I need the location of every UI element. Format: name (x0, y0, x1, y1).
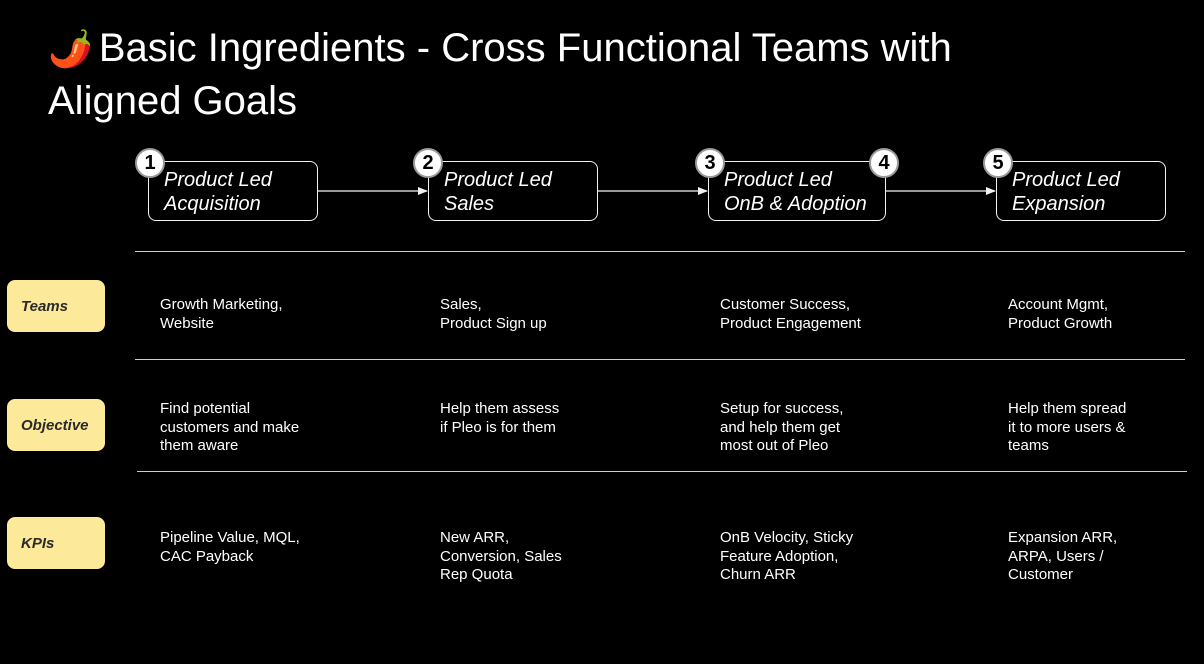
objective-cell-expansion: Help them spread it to more users & team… (1008, 400, 1127, 454)
stage-box-sales: Product Led Sales (428, 161, 598, 221)
kpis-cell-expansion: Expansion ARR, ARPA, Users / Customer (1008, 529, 1118, 583)
teams-cell-sales: Sales, Product Sign up (440, 296, 547, 332)
row-divider (135, 251, 1185, 252)
row-label-objective: Objective (7, 399, 105, 451)
stage-box-expansion: Product Led Expansion (996, 161, 1166, 221)
teams-cell-expansion: Account Mgmt, Product Growth (1008, 296, 1113, 332)
stage-label: Product Led Acquisition (164, 169, 272, 215)
row-divider (137, 471, 1187, 472)
row-divider (135, 359, 1185, 360)
stage-label: Product Led Expansion (1012, 169, 1120, 215)
row-label-kpis: KPIs (7, 517, 105, 569)
kpis-cell-onboarding: OnB Velocity, Sticky Feature Adoption, C… (720, 529, 854, 583)
teams-cell-onboarding: Customer Success, Product Engagement (720, 296, 861, 332)
page-title: 🌶️Basic Ingredients - Cross Functional T… (48, 22, 1048, 127)
stage-number-badge: 2 (413, 148, 443, 178)
row-label-teams: Teams (7, 280, 105, 332)
objective-cell-acquisition: Find potential customers and make them a… (160, 400, 300, 454)
stage-box-onboarding-adoption: Product Led OnB & Adoption (708, 161, 886, 221)
stage-number-badge: 4 (869, 148, 899, 178)
kpis-cell-sales: New ARR, Conversion, Sales Rep Quota (440, 529, 562, 583)
chili-pepper-icon: 🌶️ (48, 28, 93, 69)
objective-cell-sales: Help them assess if Pleo is for them (440, 400, 560, 436)
teams-cell-acquisition: Growth Marketing, Website (160, 296, 283, 332)
kpis-cell-acquisition: Pipeline Value, MQL, CAC Payback (160, 529, 300, 565)
page-title-text: Basic Ingredients - Cross Functional Tea… (48, 26, 952, 123)
stage-label: Product Led Sales (444, 169, 552, 215)
objective-cell-onboarding: Setup for success, and help them get mos… (720, 400, 844, 454)
stage-label: Product Led OnB & Adoption (724, 169, 867, 215)
stage-box-acquisition: Product Led Acquisition (148, 161, 318, 221)
stage-number-badge: 3 (695, 148, 725, 178)
stage-number-badge: 1 (135, 148, 165, 178)
stage-number-badge: 5 (983, 148, 1013, 178)
